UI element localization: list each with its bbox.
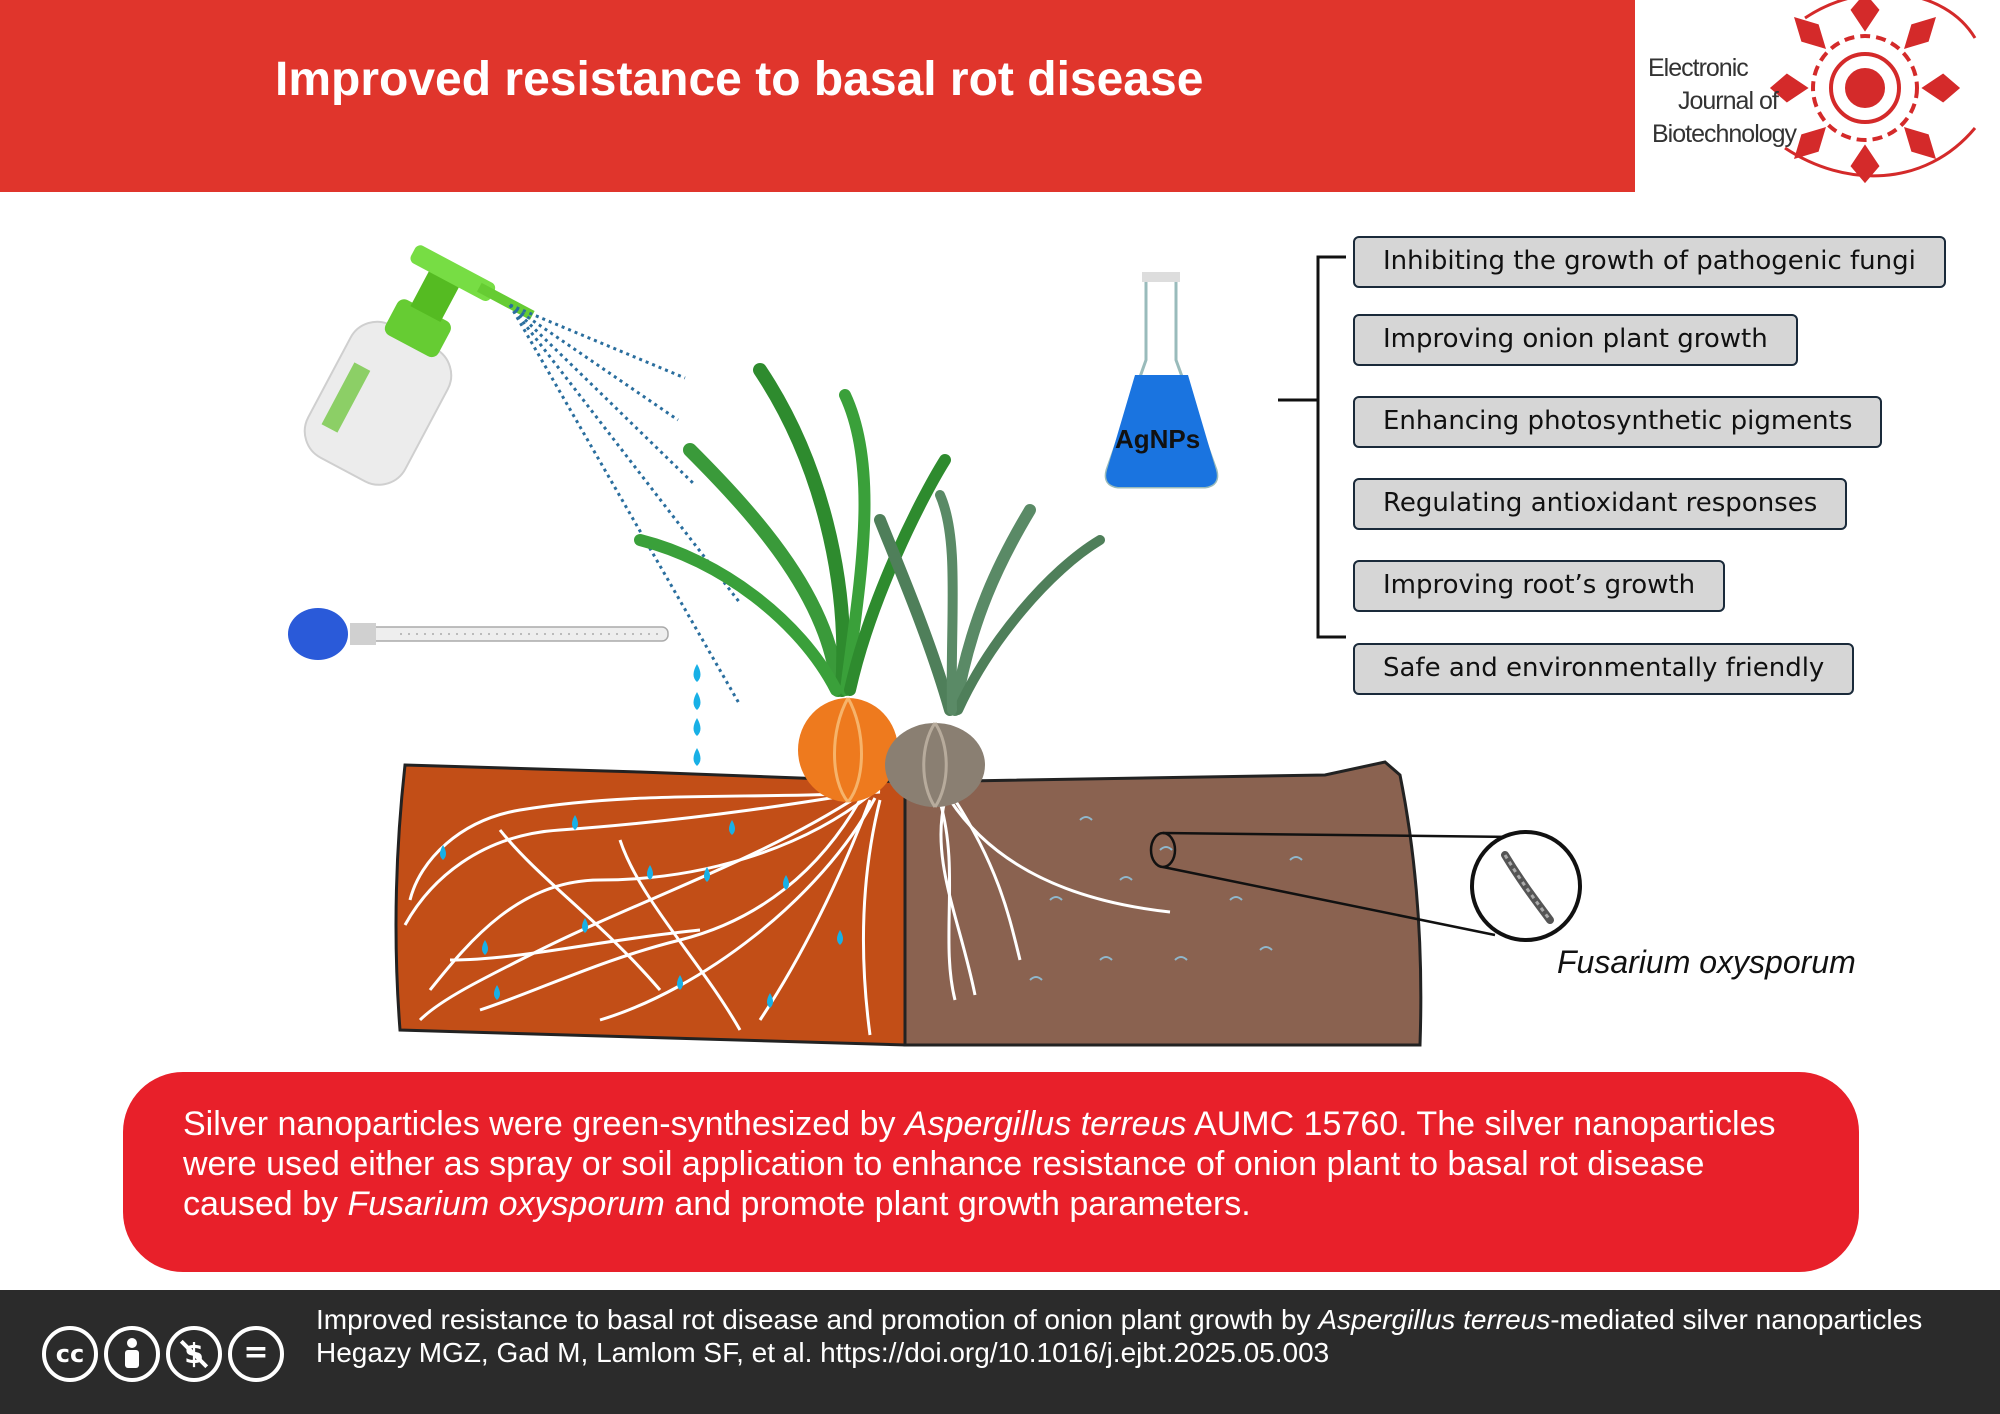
spray-bottle-icon xyxy=(303,245,742,706)
journal-name-line1: Electronic xyxy=(1648,54,1749,82)
summary-part3: and promote plant growth parameters. xyxy=(664,1185,1251,1223)
nc-icon: $ xyxy=(166,1326,222,1382)
header-bar xyxy=(0,0,1635,192)
onion-icon xyxy=(634,363,1105,808)
flask-label: AgNPs xyxy=(1115,424,1201,454)
flask-icon xyxy=(1104,272,1219,489)
journal-emblem-icon xyxy=(1769,0,1977,184)
pipette-icon xyxy=(288,608,669,660)
page-title: Improved resistance to basal rot disease xyxy=(275,53,1204,106)
citation-authors: Hegazy MGZ, Gad M, Lamlom SF, et al. htt… xyxy=(316,1337,1330,1368)
fungal-spores xyxy=(1029,816,1303,981)
bracket-divider xyxy=(1278,255,1346,639)
summary-species2: Fusarium oxysporum xyxy=(347,1185,665,1223)
citation-species: Aspergillus terreus xyxy=(1318,1304,1551,1335)
nd-icon: = xyxy=(228,1326,284,1382)
summary-part2: AUMC 15760. The silver nanoparticles wer… xyxy=(183,1105,1776,1223)
soil-block-icon xyxy=(394,760,1423,1047)
summary-text: Silver nanoparticles were green-synthesi… xyxy=(183,1104,1823,1224)
roots-treated xyxy=(403,788,882,1036)
journal-logo xyxy=(1640,0,2000,192)
journal-name-line3: Biotechnology xyxy=(1652,120,1797,148)
roots-infected xyxy=(938,799,1171,1001)
journal-name: Electronic Journal of Biotechnology xyxy=(1648,52,1797,151)
benefit-box-5: Improving root’s growth xyxy=(1353,560,1726,612)
benefit-box-2: Improving onion plant growth xyxy=(1353,314,1798,366)
by-icon xyxy=(104,1326,160,1382)
benefit-box-6: Safe and environmentally friendly xyxy=(1353,643,1855,695)
journal-name-line2: Journal of xyxy=(1678,87,1779,115)
citation-title-part2: -mediated silver nanoparticles xyxy=(1550,1304,1923,1335)
diagram-illustration xyxy=(288,245,1582,1047)
summary-box xyxy=(123,1072,1859,1272)
summary-species1: Aspergillus terreus xyxy=(904,1105,1187,1143)
footer-bar xyxy=(0,1290,2000,1414)
benefit-box-1: Inhibiting the growth of pathogenic fung… xyxy=(1353,236,1946,288)
soil-drops xyxy=(440,815,843,1008)
footer-citation: Improved resistance to basal rot disease… xyxy=(316,1303,1976,1369)
magnifier-icon xyxy=(1149,830,1582,942)
citation-title-part1: Improved resistance to basal rot disease… xyxy=(316,1304,1319,1335)
benefit-box-3: Enhancing photosynthetic pigments xyxy=(1353,396,1883,448)
cc-icon: cc xyxy=(42,1326,98,1382)
summary-part1: Silver nanoparticles were green-synthesi… xyxy=(183,1105,905,1143)
benefit-box-4: Regulating antioxidant responses xyxy=(1353,478,1848,530)
pathogen-label: Fusarium oxysporum xyxy=(1557,944,1856,980)
